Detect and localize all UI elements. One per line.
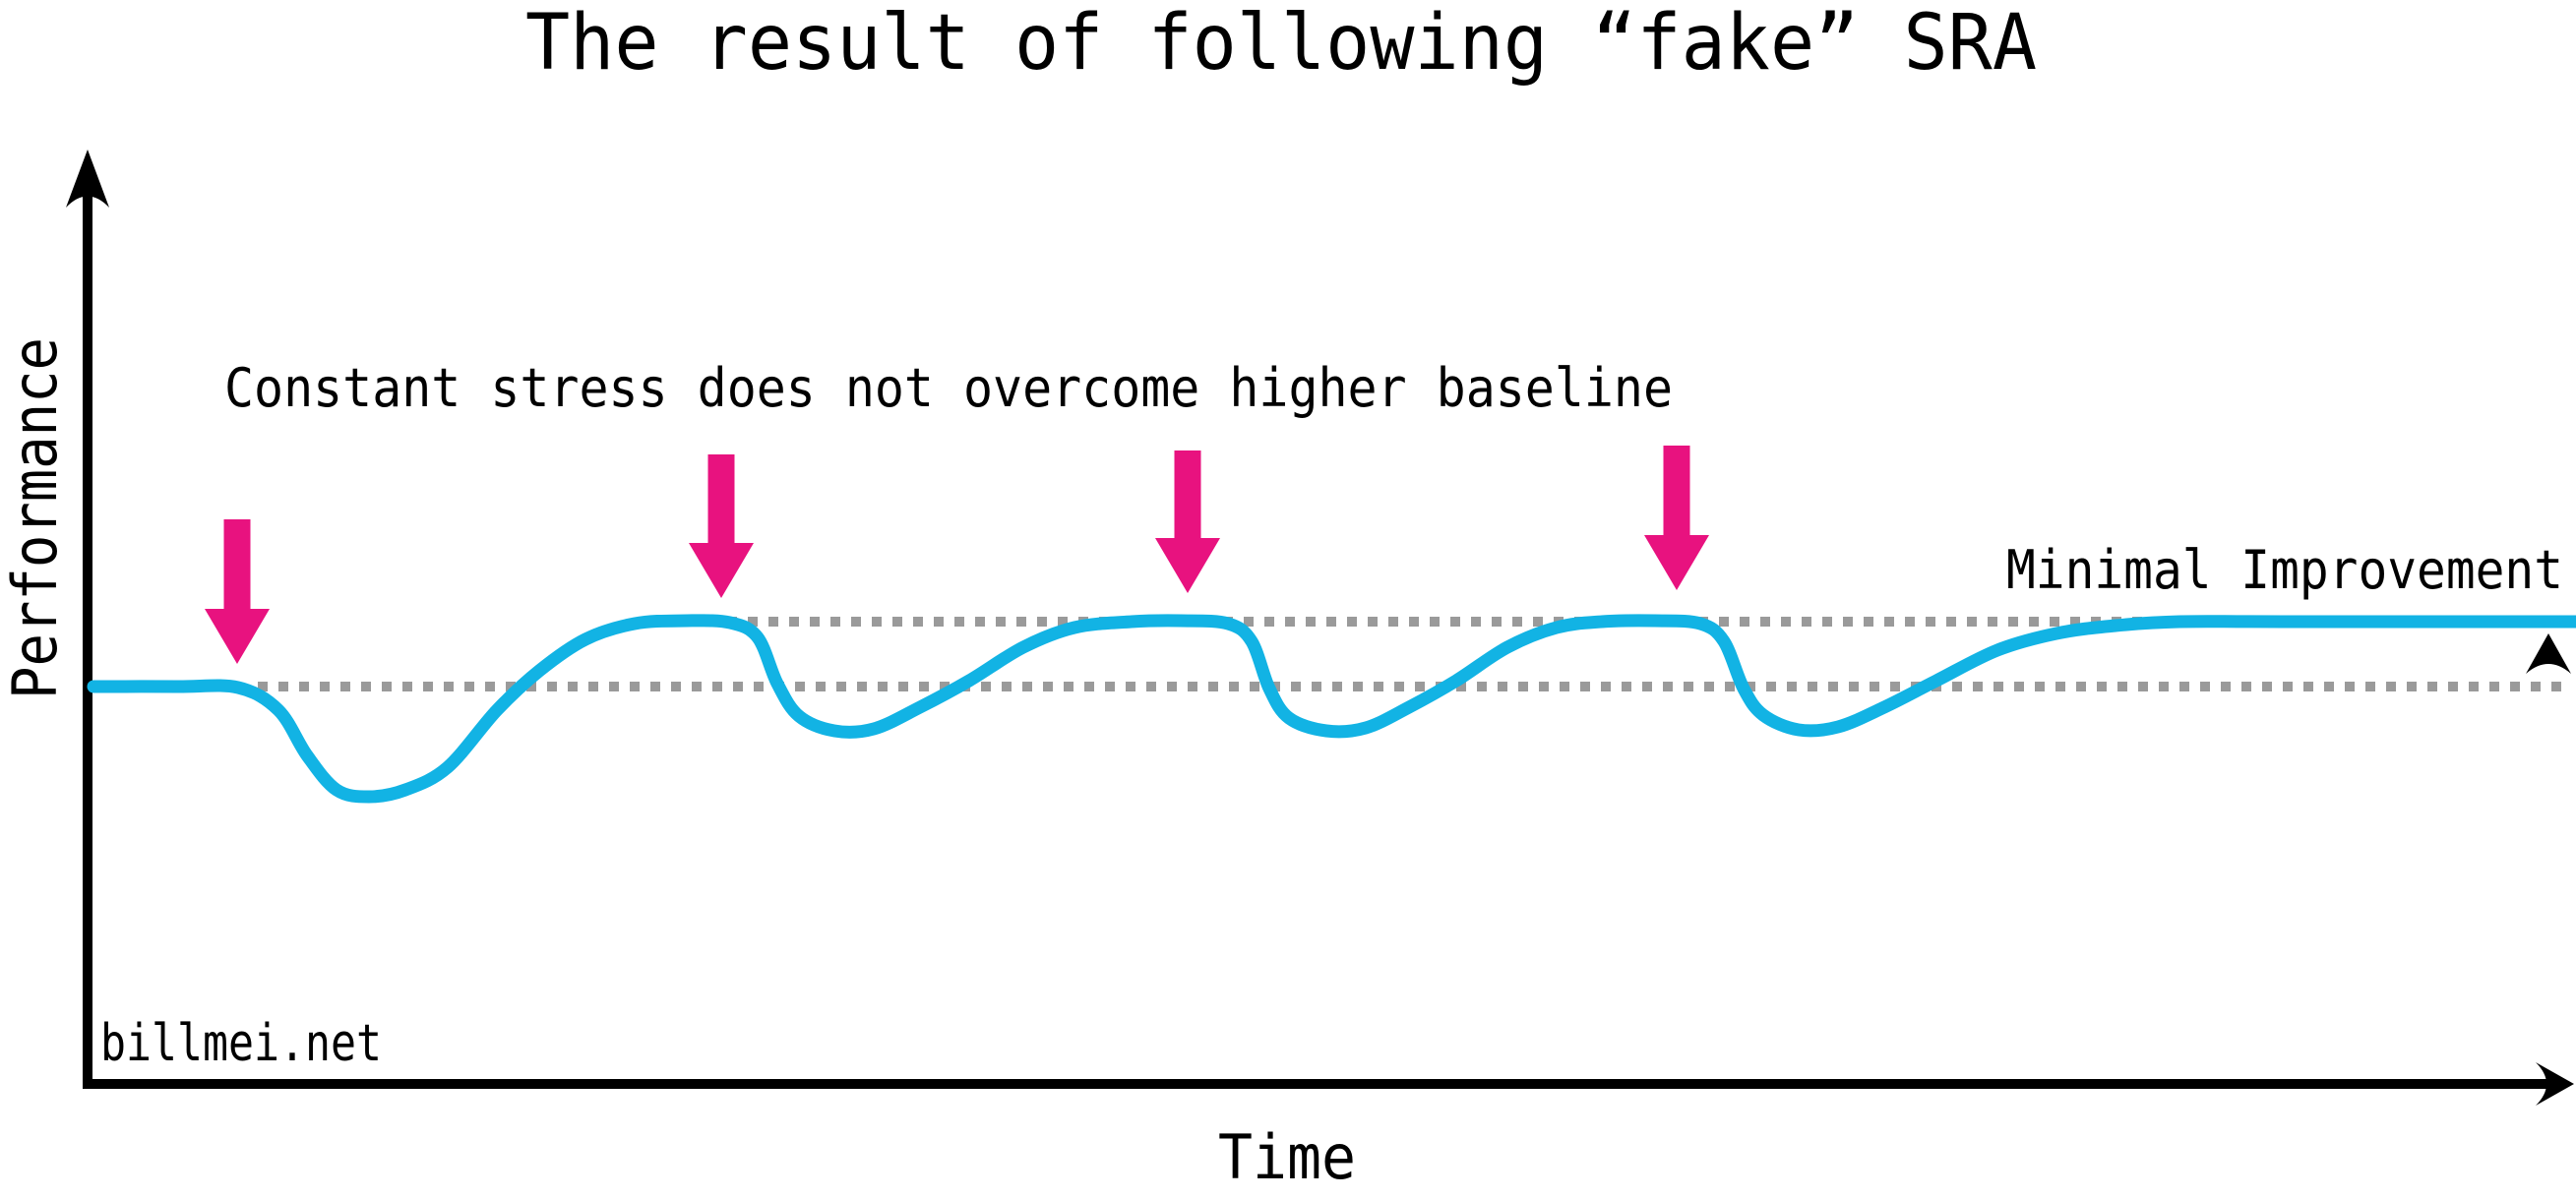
watermark: billmei.net [100, 1014, 382, 1073]
performance-curve [87, 614, 2576, 804]
stress-annotation: Constant stress does not overcome higher… [224, 357, 1673, 419]
stress-arrow-icon-4 [1644, 446, 1709, 590]
stress-arrows [205, 446, 1709, 664]
stress-arrow-icon-3 [1155, 450, 1220, 593]
x-axis-label: Time [1218, 1121, 1356, 1193]
chart-title: The result of following “fake” SRA [525, 0, 2037, 88]
y-axis-label: Performance [0, 337, 71, 699]
y-axis [66, 150, 109, 1089]
dotted-baselines [258, 617, 2576, 691]
improvement-annotation: Minimal Improvement [2006, 539, 2563, 601]
y-axis-arrowhead-icon [66, 150, 109, 208]
x-axis [83, 1062, 2574, 1106]
x-axis-arrowhead-icon [2536, 1062, 2574, 1106]
stress-arrow-icon-2 [689, 454, 754, 598]
improvement-arrow-icon [2526, 633, 2571, 674]
stress-arrow-icon-1 [205, 519, 270, 664]
